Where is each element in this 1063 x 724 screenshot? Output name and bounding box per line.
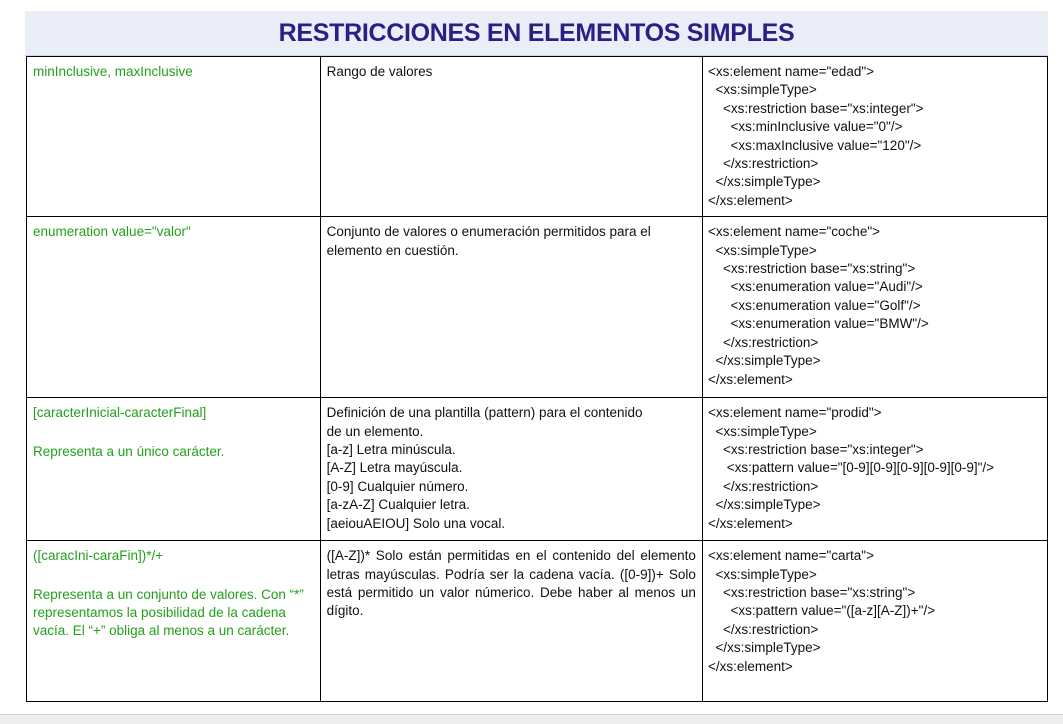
code-line: <xs:element name="carta"> xyxy=(707,548,874,564)
code-line: <xs:pattern value="[0-9][0-9][0-9][0-9][… xyxy=(707,460,995,476)
page-title: RESTRICCIONES EN ELEMENTOS SIMPLES xyxy=(278,18,795,47)
code-line: </xs:simpleType> xyxy=(707,497,821,513)
code-line: </xs:restriction> xyxy=(707,621,819,637)
code-line: </xs:element> xyxy=(707,371,793,387)
description-cell: Conjunto de valores o enumeración permit… xyxy=(319,216,703,399)
code-line: <xs:simpleType> xyxy=(707,242,817,258)
code-line: </xs:restriction> xyxy=(707,334,819,350)
restriction-name: minInclusive, maxInclusive xyxy=(33,64,193,79)
code-line: <xs:element name="coche"> xyxy=(707,224,880,240)
code-line: <xs:restriction base="xs:string"> xyxy=(707,585,916,601)
description-cell: ([A-Z])* Solo están permitidas en el con… xyxy=(319,540,703,703)
description-line: [0-9] Cualquier número. xyxy=(326,478,469,494)
code-line: <xs:enumeration value="BMW"/> xyxy=(707,316,929,332)
code-cell: <xs:element name="carta"> <xs:simpleType… xyxy=(701,540,1049,703)
description-text: Conjunto de valores o enumeración permit… xyxy=(326,224,651,258)
code-line: <xs:restriction base="xs:integer"> xyxy=(707,442,924,458)
title-band: RESTRICCIONES EN ELEMENTOS SIMPLES xyxy=(25,11,1048,56)
restriction-note: Representa a un conjunto de valores. Con… xyxy=(33,586,304,639)
description-text: Rango de valores xyxy=(326,64,433,79)
code-cell: <xs:element name="coche"> <xs:simpleType… xyxy=(701,216,1049,399)
table-row: minInclusive, maxInclusive Rango de valo… xyxy=(26,55,1049,218)
code-line: </xs:simpleType> xyxy=(707,640,821,656)
restriction-cell: ([caracIni-caraFin])*/+ Representa a un … xyxy=(26,540,321,703)
code-line: </xs:element> xyxy=(707,658,793,674)
description-line: [a-zA-Z] Cualquier letra. xyxy=(326,497,470,513)
code-line: </xs:restriction> xyxy=(707,156,819,172)
code-line: <xs:maxInclusive value="120"/> xyxy=(707,137,922,153)
code-line: <xs:minInclusive value="0"/> xyxy=(707,119,903,135)
code-line: </xs:simpleType> xyxy=(707,174,821,190)
description-line: de un elemento. xyxy=(326,423,424,439)
code-line: <xs:restriction base="xs:integer"> xyxy=(707,100,924,116)
restriction-note: Representa a un único carácter. xyxy=(33,443,225,459)
code-line: </xs:element> xyxy=(707,192,793,208)
code-line: <xs:simpleType> xyxy=(707,82,817,98)
description-text: ([A-Z])* Solo están permitidas en el con… xyxy=(326,548,696,619)
code-line: <xs:pattern value="([a-z][A-Z])+"/> xyxy=(707,603,936,619)
code-line: <xs:enumeration value="Golf"/> xyxy=(707,297,921,313)
code-cell: <xs:element name="edad"> <xs:simpleType>… xyxy=(701,55,1049,218)
table-row: ([caracIni-caraFin])*/+ Representa a un … xyxy=(26,540,1049,703)
description-line: Definición de una plantilla (pattern) pa… xyxy=(326,405,643,421)
restriction-cell: minInclusive, maxInclusive xyxy=(26,55,321,218)
table-row: [caracterInicial-caracterFinal] Represen… xyxy=(26,397,1049,542)
code-line: <xs:element name="edad"> xyxy=(707,64,875,79)
code-cell: <xs:element name="prodid"> <xs:simpleTyp… xyxy=(701,397,1049,542)
restriction-name: enumeration value="valor" xyxy=(33,224,191,240)
description-line: [A-Z] Letra mayúscula. xyxy=(326,460,463,476)
restriction-cell: enumeration value="valor" xyxy=(26,216,321,399)
restriction-name: ([caracIni-caraFin])*/+ xyxy=(33,548,164,564)
restriction-cell: [caracterInicial-caracterFinal] Represen… xyxy=(26,397,321,542)
code-line: </xs:simpleType> xyxy=(707,353,821,369)
description-line: [a-z] Letra minúscula. xyxy=(326,442,456,458)
code-line: <xs:simpleType> xyxy=(707,566,817,582)
code-line: <xs:element name="prodid"> xyxy=(707,405,882,421)
description-line: [aeiouAEIOU] Solo una vocal. xyxy=(326,515,506,531)
code-line: <xs:simpleType> xyxy=(707,423,817,439)
code-line: <xs:enumeration value="Audi"/> xyxy=(707,279,923,295)
bottom-scroll-edge xyxy=(0,714,1063,724)
code-line: </xs:element> xyxy=(707,515,793,531)
description-cell: Definición de una plantilla (pattern) pa… xyxy=(319,397,703,542)
description-cell: Rango de valores xyxy=(319,55,703,218)
restriction-name: [caracterInicial-caracterFinal] xyxy=(33,405,207,421)
table-row: enumeration value="valor" Conjunto de va… xyxy=(26,216,1049,399)
code-line: <xs:restriction base="xs:string"> xyxy=(707,261,916,277)
code-line: </xs:restriction> xyxy=(707,478,819,494)
restrictions-table: minInclusive, maxInclusive Rango de valo… xyxy=(26,55,1049,703)
